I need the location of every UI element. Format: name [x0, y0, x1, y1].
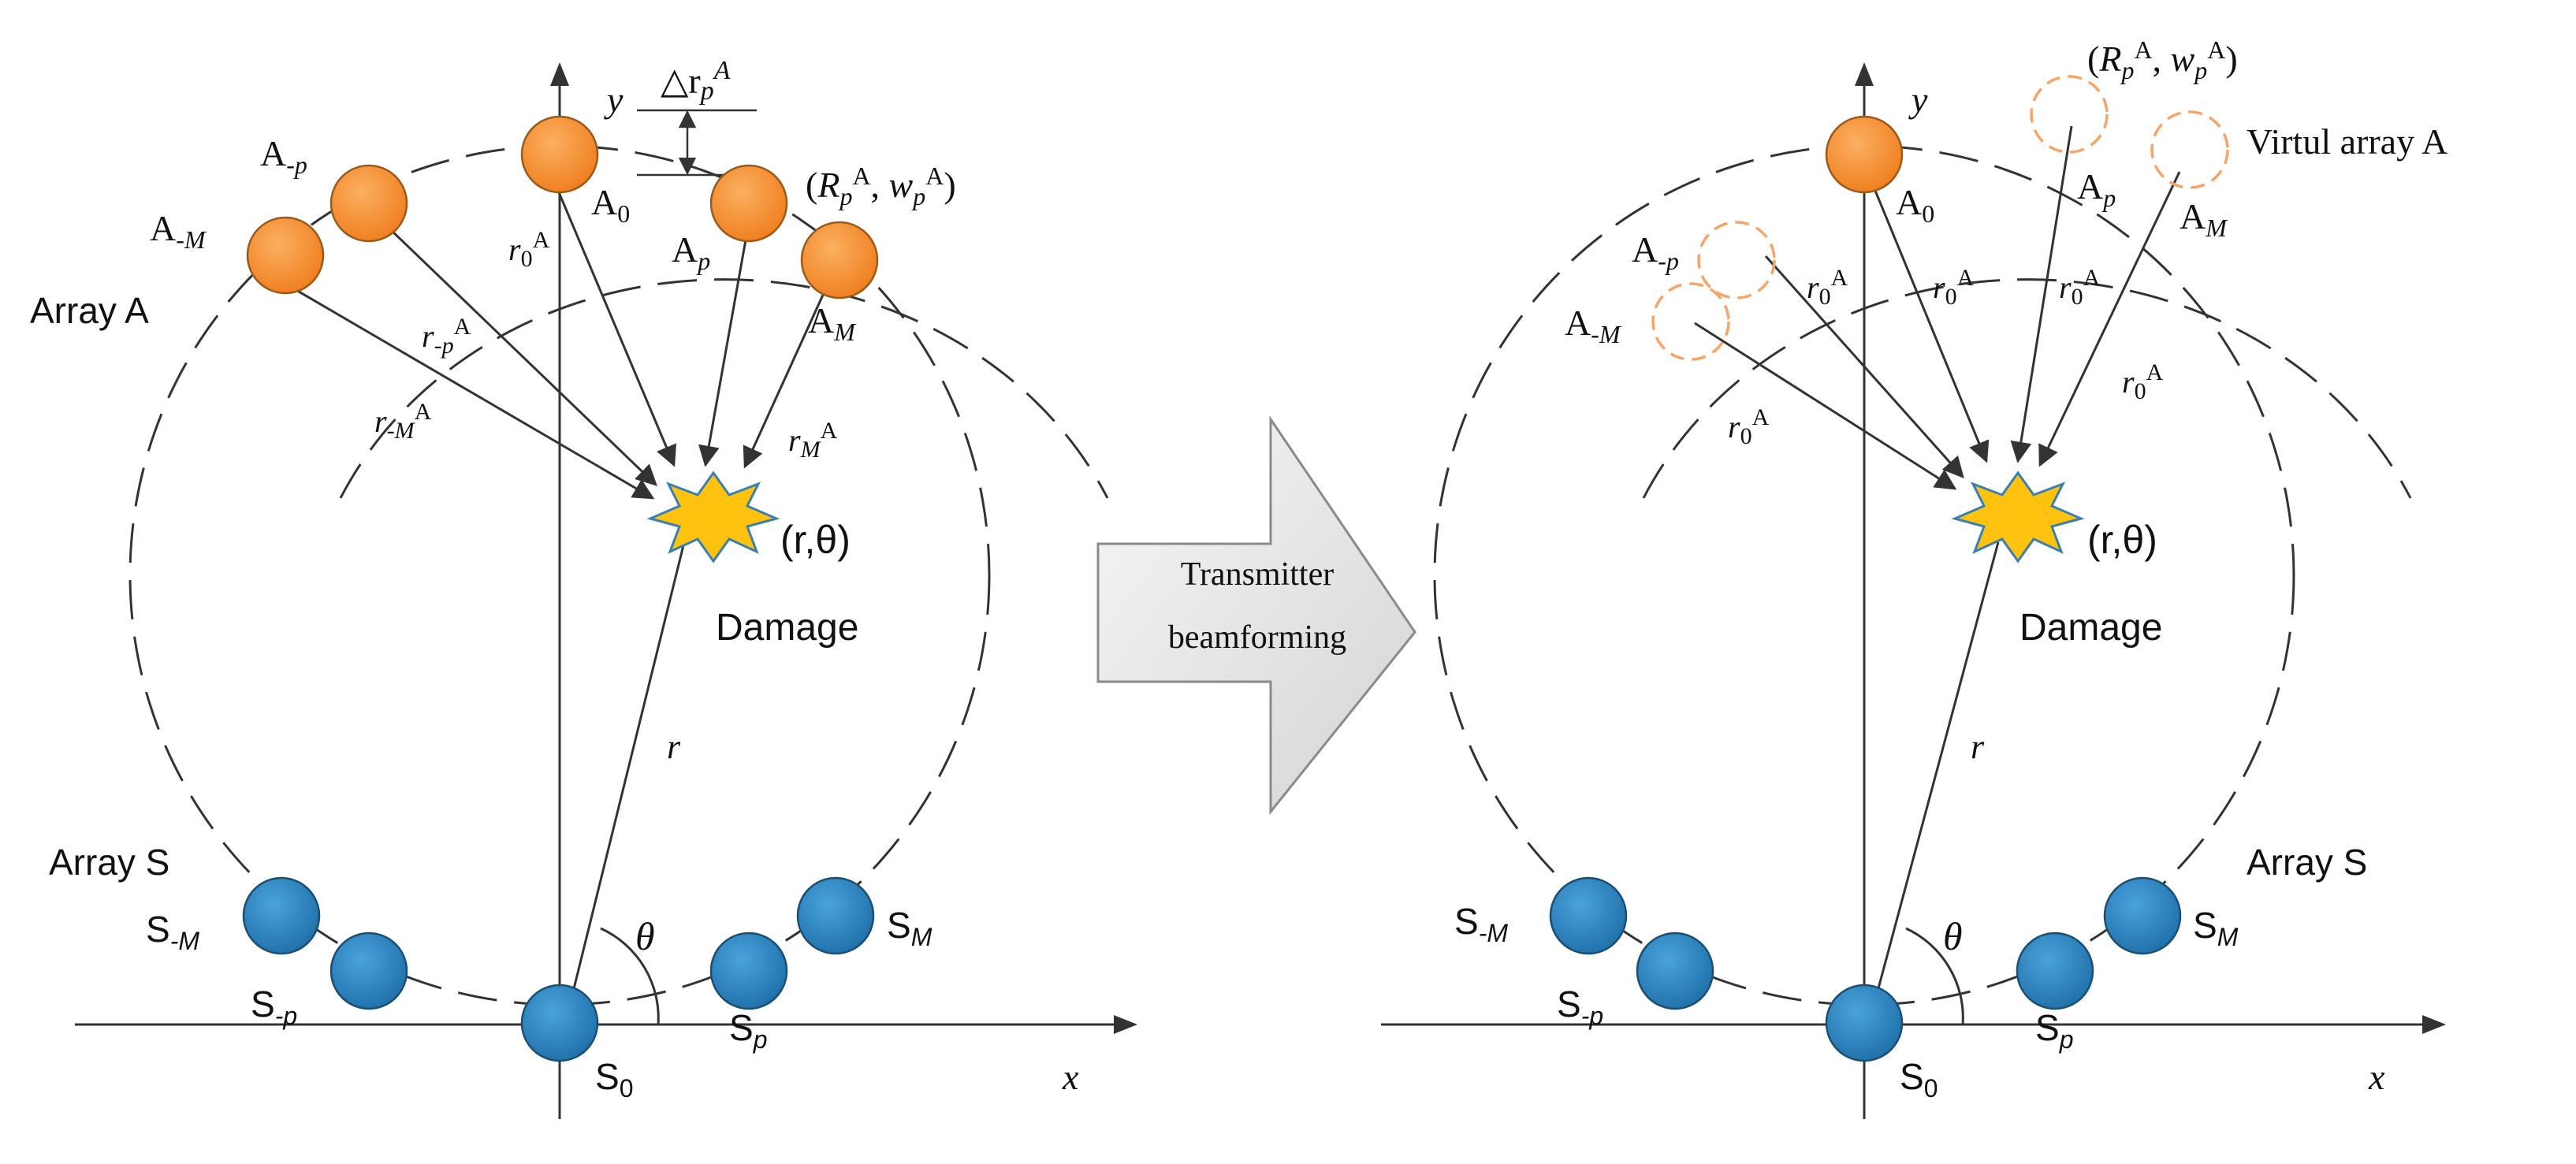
ray-virt-Ap: [2010, 125, 2073, 463]
damage-star-left: [646, 470, 780, 563]
dist-r-p-left: r-pA: [422, 314, 471, 359]
dist-r0-right-3: r0A: [2059, 265, 2101, 310]
rp-wp-label-left: (RpA, wpA): [806, 162, 956, 210]
left-panel: x y △rpA r θ: [30, 56, 1137, 1119]
node-AM: [800, 221, 879, 299]
damage-label-right: Damage: [2019, 607, 2162, 649]
array-s-label-left: Array S: [49, 842, 169, 883]
virtual-node-AM: [2150, 110, 2229, 189]
label-Ap-right: Ap: [2077, 166, 2116, 212]
virtual-node-A-p: [1697, 221, 1776, 299]
damage-label-left: Damage: [716, 607, 858, 649]
ray-A-p: [367, 207, 657, 486]
delta-r-marker: △rpA: [637, 56, 757, 177]
array-s-nodes-left: [242, 876, 875, 1062]
theta-label-right: θ: [1943, 914, 1963, 958]
dist-r-M-left: r-MA: [374, 399, 432, 444]
node-S-p: [329, 932, 408, 1010]
label-Sp-right: Sp: [2035, 1007, 2073, 1054]
label-A-M-right: A-M: [1565, 303, 1622, 348]
theta-arc-right: [1905, 927, 1964, 1025]
array-a-label: Array A: [30, 290, 149, 331]
label-S-p-left: S-p: [251, 984, 297, 1030]
label-Sp-left: Sp: [729, 1007, 767, 1054]
virtual-node-A-M: [1651, 282, 1730, 361]
array-a-arc-right: [1642, 278, 2412, 499]
delta-r-label: △rpA: [661, 56, 731, 106]
node-A-p: [329, 164, 408, 243]
ray-virt-A-M: [1694, 322, 1957, 490]
node-S0: [520, 984, 599, 1062]
arrow-text-line2: beamforming: [1168, 619, 1346, 656]
label-S-M-left: S-M: [146, 909, 199, 955]
dist-rM-left: rMA: [788, 418, 838, 463]
theta-label-left: θ: [635, 914, 655, 958]
label-A-M-left: A-M: [150, 208, 207, 254]
right-panel: x y r θ (RpA, wpA) Virtul array A A0 Ap …: [1381, 35, 2448, 1119]
node-S-M-right: [1549, 876, 1628, 955]
label-A-p-left: A-p: [260, 133, 307, 179]
dist-r0-left: r0A: [508, 227, 550, 272]
r-label-left: r: [667, 727, 681, 766]
transmitter-beamforming-arrow: Transmitter beamforming: [1096, 415, 1416, 816]
ray-A0-right: [1867, 173, 1990, 463]
node-SM: [796, 876, 875, 955]
label-S-p-right: S-p: [1557, 984, 1603, 1030]
x-axis-label-right: x: [2368, 1057, 2385, 1097]
dist-r0-right-4: r0A: [2122, 359, 2164, 404]
x-axis-label-left: x: [1062, 1057, 1079, 1097]
dist-r0-right-5: r0A: [1728, 404, 1770, 449]
node-A0-right: [1825, 115, 1904, 194]
array-a-nodes-left: [246, 115, 879, 299]
ray-A0: [549, 171, 676, 467]
theta-arc-left: [600, 927, 660, 1025]
node-A0: [520, 115, 599, 194]
dist-r0-right-2: r0A: [1933, 265, 1975, 310]
node-SM-right: [2103, 876, 2182, 955]
damage-coord-right: (r,θ): [2087, 518, 2157, 562]
arrow-text-line1: Transmitter: [1181, 556, 1334, 593]
virtual-array-label: Virtul array A: [2247, 121, 2448, 162]
array-a-arc-left: [339, 278, 1109, 499]
node-S-p-right: [1636, 932, 1714, 1010]
label-SM-right: SM: [2193, 905, 2239, 951]
label-Ap-left: Ap: [672, 229, 710, 275]
rp-wp-label-right: (RpA, wpA): [2087, 35, 2238, 84]
y-axis-label-right: y: [1908, 80, 1928, 120]
virtual-array-nodes: [1651, 75, 2229, 361]
label-A0-left: A0: [591, 182, 630, 228]
label-A-p-right: A-p: [1632, 229, 1679, 275]
damage-coord-left: (r,θ): [780, 518, 851, 562]
label-S0-left: S0: [595, 1056, 633, 1103]
node-S0-right: [1825, 984, 1904, 1062]
node-Sp-right: [2016, 932, 2094, 1010]
ray-A-M: [285, 282, 655, 500]
array-s-nodes-right: [1549, 876, 2182, 1062]
ray-virt-A-p: [1764, 255, 1964, 479]
r-line-left: [564, 541, 686, 1021]
label-AM-left: AM: [808, 300, 857, 346]
ray-Ap: [698, 221, 750, 467]
ray-virt-AM: [2038, 171, 2181, 467]
r-label-right: r: [1971, 727, 1985, 766]
node-Ap: [709, 164, 788, 243]
node-S-M: [242, 876, 321, 955]
array-s-label-right: Array S: [2247, 842, 2367, 883]
r-line-right: [1868, 541, 2000, 1021]
label-S-M-right: S-M: [1454, 901, 1508, 947]
y-axis-label-left: y: [604, 80, 624, 120]
label-S0-right: S0: [1900, 1056, 1938, 1103]
label-AM-right: AM: [2180, 196, 2228, 242]
damage-star-right: [1951, 470, 2085, 563]
virtual-node-Ap: [2030, 75, 2109, 154]
node-A-M: [246, 216, 325, 295]
label-SM-left: SM: [887, 905, 932, 951]
label-A0-right: A0: [1896, 182, 1934, 228]
node-Sp: [709, 932, 788, 1010]
dist-r0-right-1: r0A: [1807, 265, 1848, 310]
